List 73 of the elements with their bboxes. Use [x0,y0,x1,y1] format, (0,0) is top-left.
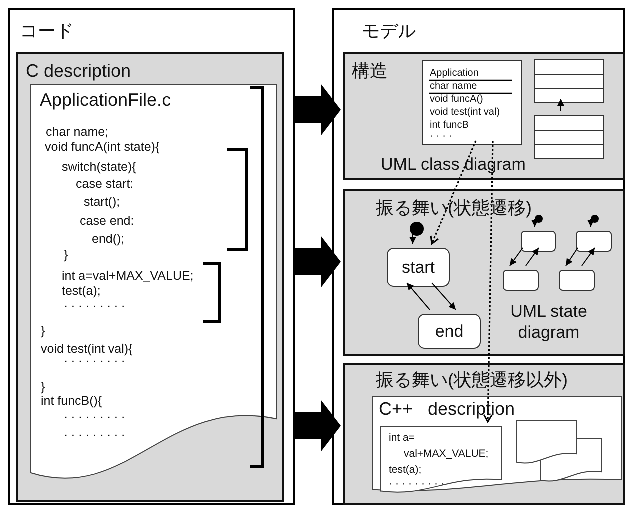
class-box [534,115,604,159]
class-box [534,59,604,103]
code-line: ········· [64,427,128,443]
state-box [576,231,612,252]
class-member: void test(int val) [430,106,500,119]
arrow [582,248,596,266]
file-name: ApplicationFile.c [40,89,172,112]
state-box [387,248,450,287]
panel [332,8,625,505]
code-line: int a= [389,432,415,445]
state-label: end [434,320,465,342]
code-line: ········· [64,409,128,425]
section-title: 構造 [352,60,388,83]
code-line: } [41,323,46,339]
block-arrow [295,84,341,136]
arrow [532,218,538,228]
initial-state-dot [410,222,424,236]
class-member: Application [430,67,479,80]
code-line: val+MAX_VALUE; [404,448,489,461]
class-member: void funcA() [430,93,484,106]
code-line: switch(state){ [62,159,136,175]
block-arrow [295,400,341,452]
code-line: ········· [64,354,128,369]
document [372,396,622,494]
arrow [432,282,456,310]
code-line: void test(int val){ [41,341,133,357]
code-line: end(); [92,231,125,247]
diagram-caption: UML state diagram [510,301,588,343]
code-line: case end: [80,213,134,229]
state-label: start [400,256,436,278]
code-line: ········· [389,478,448,491]
section-title: 振る舞い(状態遷移) [376,197,532,220]
arrow [588,218,594,228]
code-line: char name; [46,124,109,140]
document [380,426,502,496]
arrow [566,248,578,266]
section-title: 振る舞い(状態遷移以外) [376,369,568,392]
panel [8,8,295,505]
code-line: ········· [64,298,128,314]
code-line: test(a); [389,464,422,477]
code-line: test(a); [62,283,101,299]
panel-title: モデル [362,20,416,43]
section-panel [343,363,625,505]
block-arrow [295,236,341,288]
panel-title: コード [20,20,74,43]
arrow [526,248,540,266]
state-box [503,270,539,291]
section-title: C description [26,60,132,83]
arrow [410,232,416,244]
code-line: } [41,379,46,395]
arrow [558,98,564,112]
code-line: int a=val+MAX_VALUE; [62,268,194,284]
arrow [406,282,430,310]
document-title: C++ description [379,398,516,421]
dotted-arrow [483,140,494,423]
dotted-arrow [430,140,477,245]
code-line: case start: [76,176,134,192]
class-box [422,60,522,145]
section-panel [343,189,625,356]
state-box [559,270,595,291]
section-panel [16,52,284,502]
class-member: ···· [430,130,456,143]
class-member: char name [430,80,478,93]
code-line: start(); [84,194,120,210]
state-box [418,314,481,349]
diagram-caption: UML class diagram [381,154,526,175]
code-line: int funcB(){ [41,394,102,409]
code-line: void funcA(int state){ [45,139,160,155]
code-line: } [64,247,68,263]
state-box [521,231,556,252]
section-panel [343,52,625,180]
class-member: int funcB [430,119,469,132]
arrow [510,248,524,266]
